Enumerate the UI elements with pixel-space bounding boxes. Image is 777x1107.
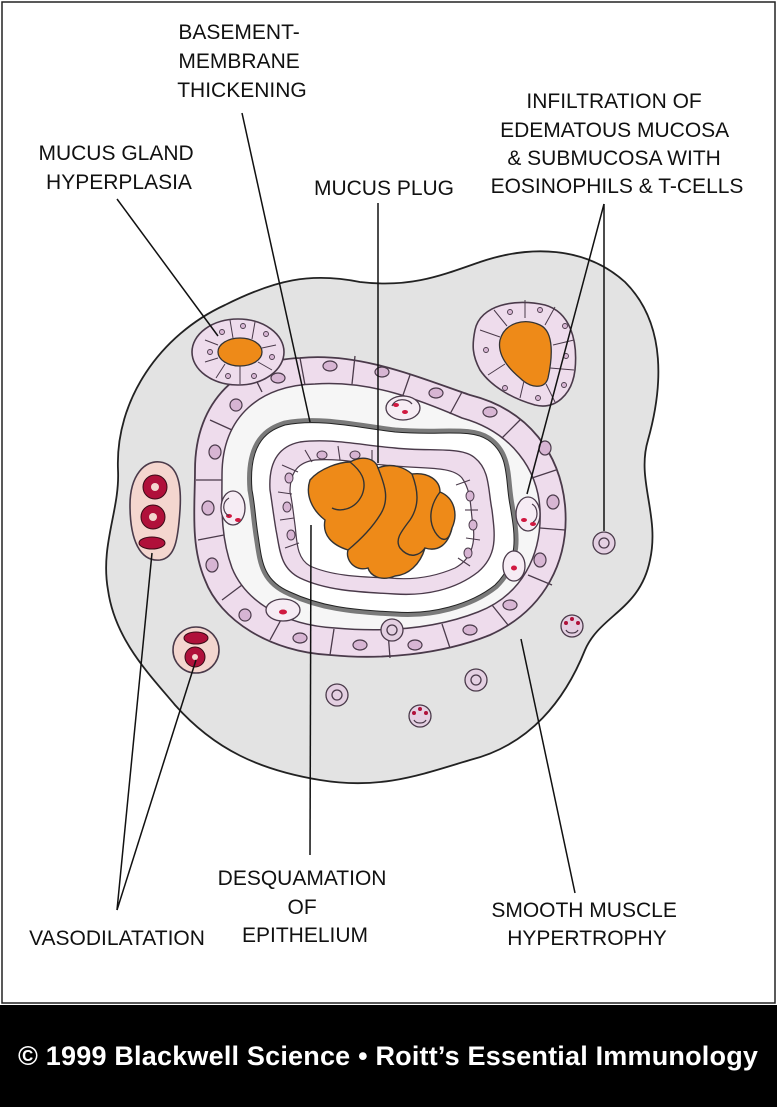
label-vasodilatation: VASODILATATION bbox=[29, 927, 205, 950]
leader-vasodilatation-a bbox=[116, 552, 153, 911]
mucus-plug bbox=[307, 457, 456, 579]
mucus-gland-right bbox=[472, 300, 577, 407]
vessel-lining-cells bbox=[223, 399, 538, 523]
epithelial-cells bbox=[277, 445, 481, 567]
mucus-gland-left bbox=[191, 318, 285, 386]
leader-smooth-muscle bbox=[520, 638, 576, 894]
t-cells bbox=[325, 531, 616, 707]
label-desquamation: DESQUAMATION OF EPITHELIUM bbox=[218, 867, 393, 947]
copyright-text: © 1999 Blackwell Science • Roitt’s Essen… bbox=[18, 1040, 759, 1071]
leader-lines bbox=[116, 112, 605, 911]
label-basement-membrane: BASEMENT- MEMBRANE THICKENING bbox=[177, 21, 307, 102]
copyright-footer: © 1999 Blackwell Science • Roitt’s Essen… bbox=[0, 1005, 777, 1107]
diagram-frame: BASEMENT- MEMBRANE THICKENING INFILTRATI… bbox=[1, 1, 776, 1004]
smooth-muscle-nuclei bbox=[201, 360, 560, 651]
dilated-vessel-left bbox=[129, 461, 182, 561]
label-mucus-gland: MUCUS GLAND HYPERPLASIA bbox=[38, 142, 199, 194]
label-infiltration: INFILTRATION OF EDEMATOUS MUCOSA & SUBMU… bbox=[491, 90, 744, 198]
eosinophils bbox=[408, 614, 584, 728]
asthma-airway-diagram: BASEMENT- MEMBRANE THICKENING INFILTRATI… bbox=[1, 1, 776, 1004]
label-smooth-muscle: SMOOTH MUSCLE HYPERTROPHY bbox=[491, 899, 682, 950]
leader-desquamation bbox=[309, 524, 312, 856]
label-mucus-plug: MUCUS PLUG bbox=[314, 177, 454, 200]
leader-basement bbox=[241, 112, 311, 423]
leader-mucus-gland bbox=[116, 198, 219, 337]
leader-vasodilatation-b bbox=[116, 659, 197, 911]
dilated-vessel-lower bbox=[172, 626, 220, 674]
leader-infiltration-b bbox=[526, 203, 605, 495]
